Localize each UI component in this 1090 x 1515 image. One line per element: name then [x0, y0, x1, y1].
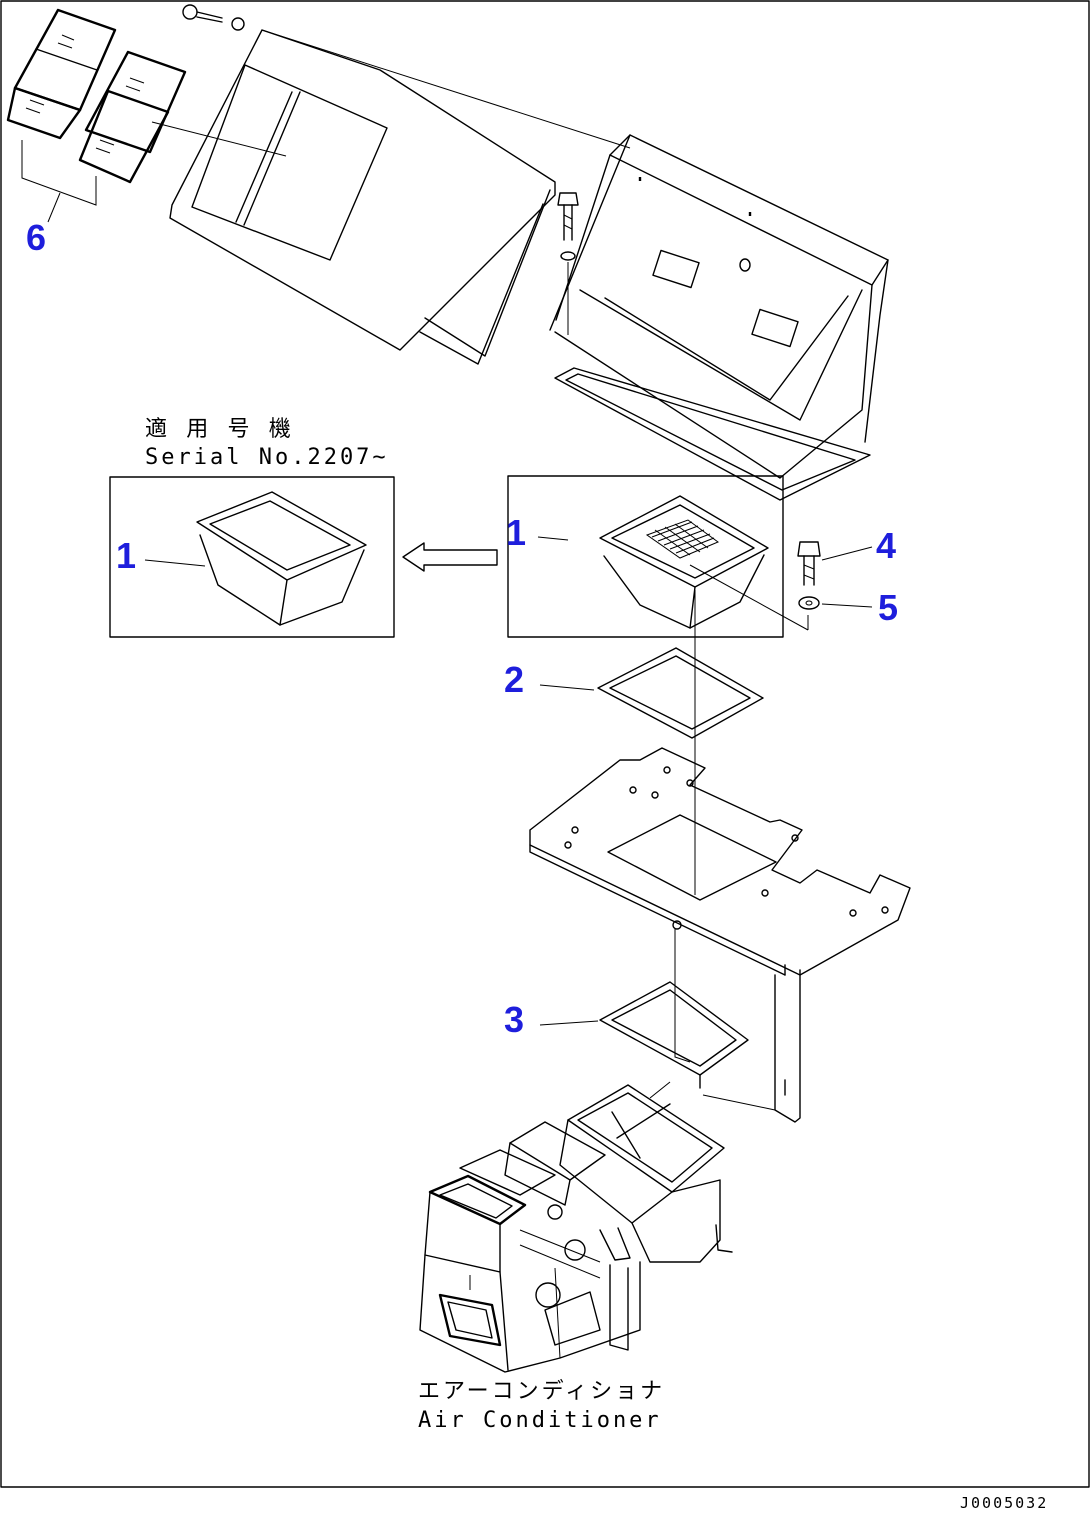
housing-bolt — [557, 192, 579, 335]
callout-3: 3 — [504, 999, 524, 1040]
washer-5 — [798, 596, 873, 610]
applicable-serial-jp: 適 用 号 機 — [145, 417, 294, 442]
callout-5: 5 — [878, 587, 898, 628]
bolt-4 — [797, 541, 873, 586]
grille-pattern — [645, 519, 720, 559]
later-serial-detail — [109, 476, 395, 638]
filter-elements — [6, 8, 287, 223]
gasket-3 — [539, 981, 749, 1099]
applicable-serial-en: Serial No.2207~ — [145, 445, 389, 470]
replacement-arrow — [402, 542, 498, 572]
aircon-label-jp: エアーコンディショナ — [418, 1379, 665, 1404]
callout-2: 2 — [504, 659, 524, 700]
part-1-detail — [507, 475, 809, 638]
callout-4: 4 — [876, 525, 896, 566]
filter-cover — [169, 4, 631, 365]
gasket-2 — [539, 647, 764, 739]
callout-1-later: 1 — [116, 535, 136, 576]
callout-1: 1 — [506, 512, 526, 553]
drawing-code: J0005032 — [960, 1494, 1048, 1512]
floor-plate — [529, 747, 911, 1123]
air-conditioner-unit — [419, 1084, 733, 1373]
callout-6: 6 — [26, 217, 46, 258]
intake-housing — [549, 134, 889, 501]
aircon-label-en: Air Conditioner — [418, 1408, 662, 1433]
